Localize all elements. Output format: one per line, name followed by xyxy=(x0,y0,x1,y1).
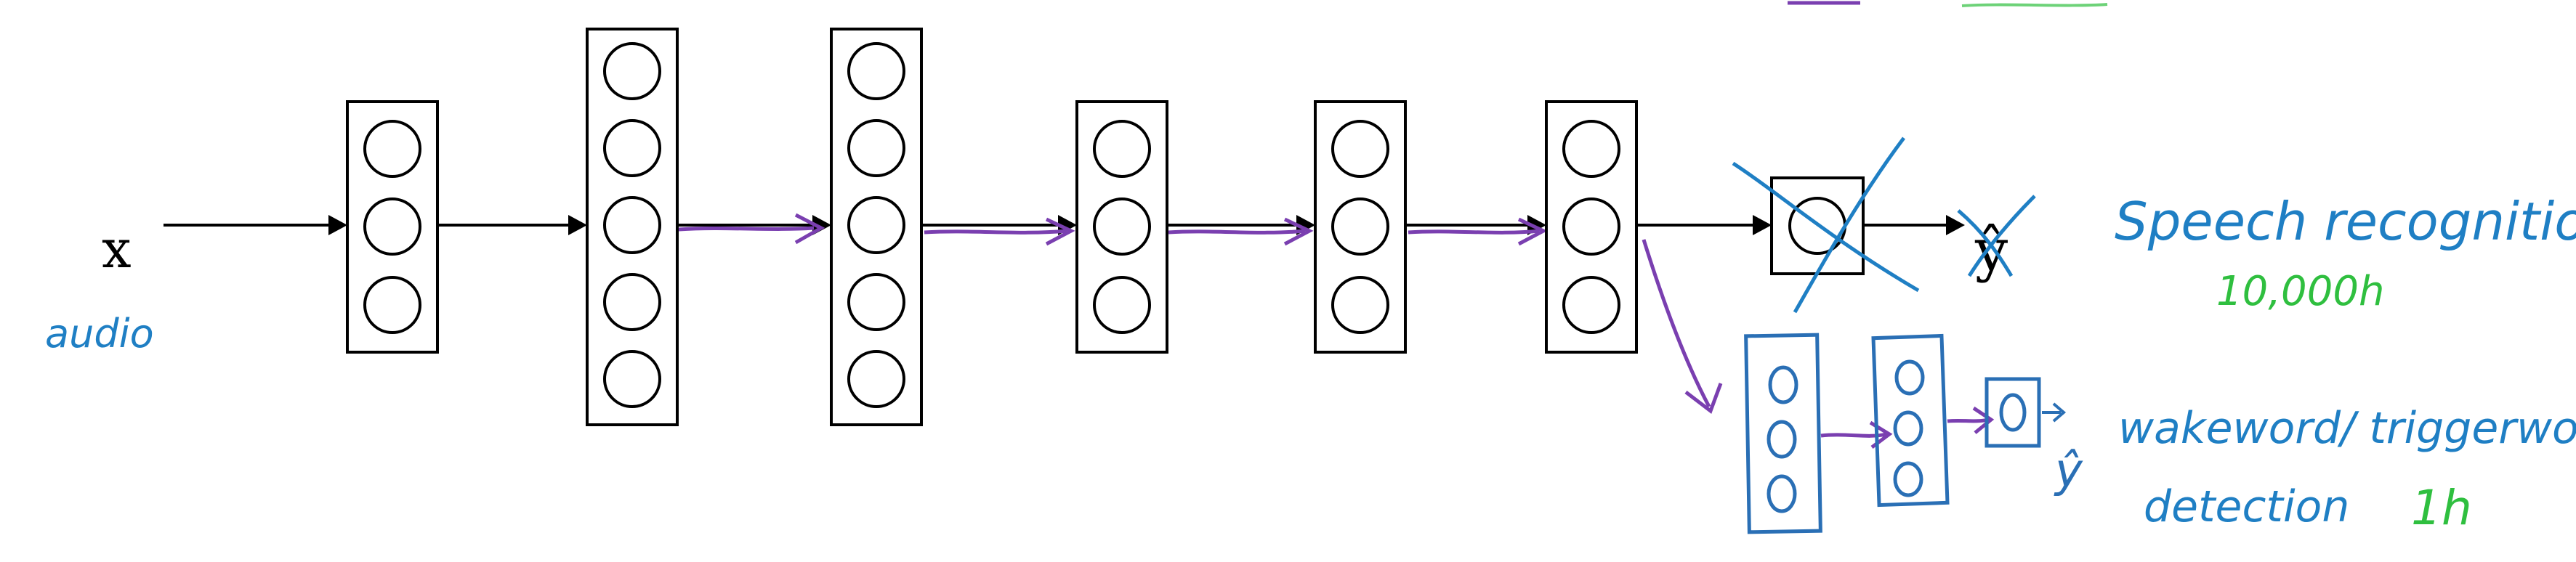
new-layer-a xyxy=(1744,333,1822,534)
original-task-data-amount: 10,000h xyxy=(2216,268,2384,315)
arrow-new-yhat xyxy=(2042,402,2067,423)
unit xyxy=(1562,276,1620,334)
unit xyxy=(847,350,905,408)
unit xyxy=(363,276,421,334)
layer-4-box xyxy=(1075,100,1168,354)
layer-3-box xyxy=(830,28,923,426)
unit xyxy=(1093,120,1151,178)
unit xyxy=(1331,276,1389,334)
purple-arrow-new-a-b xyxy=(1820,420,1893,449)
arrowhead-yhat xyxy=(1946,215,1965,235)
top-scribble xyxy=(1788,1,2108,7)
arrowhead-layer1 xyxy=(328,215,347,235)
unit xyxy=(1893,461,1923,497)
unit xyxy=(603,42,661,100)
output-yhat: ŷ xyxy=(1974,216,2008,284)
new-output-box xyxy=(1985,377,2041,448)
unit xyxy=(603,196,661,254)
new-output-yhat: ŷ xyxy=(2054,444,2083,498)
unit xyxy=(363,120,421,178)
layer-3 xyxy=(830,28,923,426)
new-task-data-amount: 1h xyxy=(2411,480,2472,536)
cross-out-output xyxy=(1732,137,1920,314)
unit xyxy=(1768,365,1798,404)
unit xyxy=(1093,276,1151,334)
new-layer-b xyxy=(1871,333,1950,508)
unit xyxy=(1894,359,1925,396)
unit xyxy=(1331,120,1389,178)
unit xyxy=(603,273,661,331)
unit xyxy=(1331,197,1389,256)
unit xyxy=(847,196,905,254)
layer-6-box xyxy=(1545,100,1638,354)
purple-arrow-l5-l6 xyxy=(1408,217,1548,246)
layer-2-box xyxy=(586,28,679,426)
new-layer-a-box xyxy=(1744,333,1822,534)
layer-5 xyxy=(1314,100,1407,354)
purple-arrow-l2-l3 xyxy=(678,213,825,245)
unit xyxy=(1893,410,1923,447)
unit xyxy=(1767,474,1797,513)
unit xyxy=(1999,393,2027,432)
new-task-label-line2: detection xyxy=(2144,481,2349,532)
new-output-layer xyxy=(1985,377,2041,448)
input-annotation: audio xyxy=(45,311,154,357)
purple-branch-arrow xyxy=(1642,239,1723,415)
original-task-label: Speech recognition xyxy=(2115,191,2576,252)
layer-2 xyxy=(586,28,679,426)
unit xyxy=(1562,197,1620,256)
arrowhead-l2 xyxy=(568,215,587,235)
input-symbol: x xyxy=(102,219,132,280)
layer-4 xyxy=(1075,100,1168,354)
layer-6 xyxy=(1545,100,1638,354)
purple-arrow-l3-l4 xyxy=(924,217,1075,246)
unit xyxy=(363,197,421,256)
purple-arrow-l4-l5 xyxy=(1168,217,1314,246)
unit xyxy=(603,350,661,408)
cross-out-yhat xyxy=(1957,195,2036,277)
unit xyxy=(1767,420,1797,459)
unit xyxy=(603,119,661,177)
unit xyxy=(847,119,905,177)
purple-arrow-new-b-out xyxy=(1947,406,1995,434)
layer-5-box xyxy=(1314,100,1407,354)
new-task-label-line1: wakeword/ triggerword xyxy=(2118,403,2576,454)
arrowhead-output xyxy=(1753,215,1772,235)
unit xyxy=(847,42,905,100)
unit xyxy=(1562,120,1620,178)
unit xyxy=(847,273,905,331)
layer-1 xyxy=(346,100,439,354)
unit xyxy=(1093,197,1151,256)
layer-1-box xyxy=(346,100,439,354)
new-layer-b-box xyxy=(1871,333,1950,508)
